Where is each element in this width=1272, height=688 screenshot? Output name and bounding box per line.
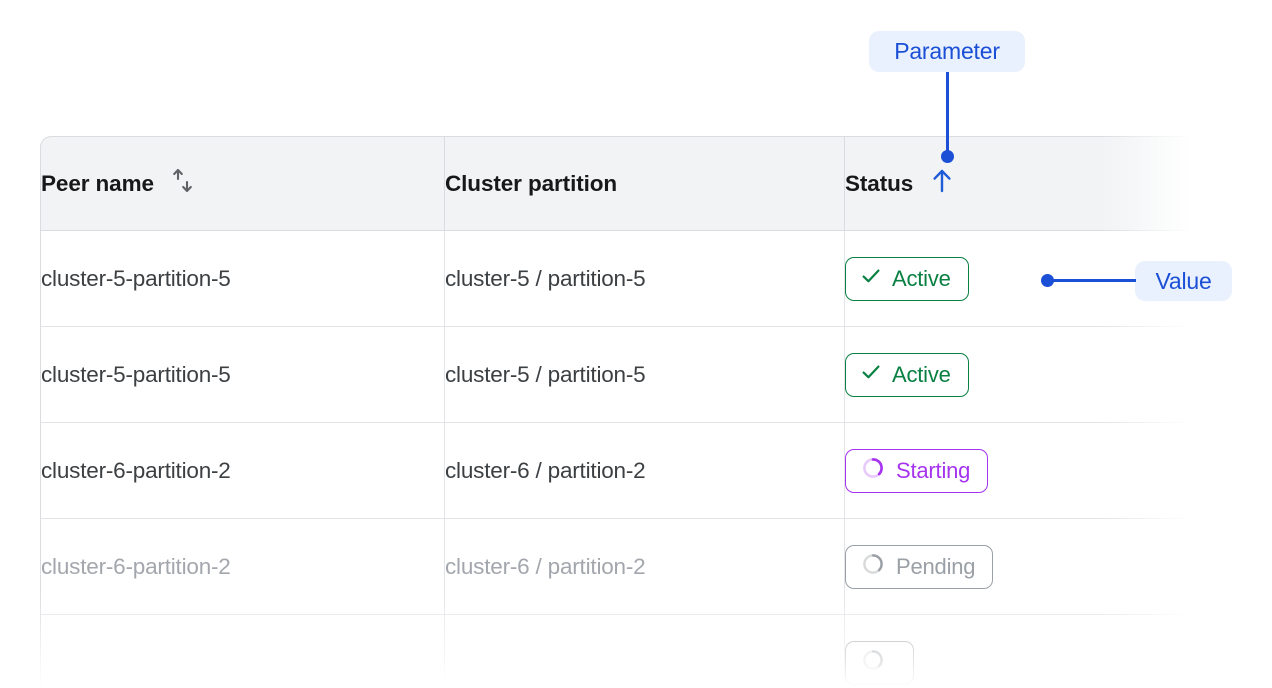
cluster-partition-text: cluster-5 / partition-5 (445, 265, 646, 291)
annotation-leader-line-parameter (946, 72, 949, 156)
table-header-row: Peer name Cluster partition (40, 136, 1192, 231)
status-badge[interactable]: Pending (845, 544, 994, 589)
table-row[interactable] (40, 615, 1192, 688)
annotation-dot-value (1041, 274, 1054, 287)
status-label: Starting (896, 457, 971, 483)
column-header-label: Cluster partition (445, 170, 618, 196)
cell-status: Active (844, 327, 1192, 423)
table-body: cluster-5-partition-5 cluster-5 / partit… (40, 231, 1192, 688)
status-label: Pending (896, 553, 976, 579)
cluster-partition-text: cluster-6 / partition-2 (445, 553, 646, 579)
annotation-leader-line-value (1048, 279, 1136, 282)
arrow-up-icon[interactable] (929, 167, 955, 200)
cell-cluster-partition (444, 615, 844, 688)
status-badge[interactable] (845, 640, 914, 685)
peer-name-text: cluster-5-partition-5 (41, 361, 231, 387)
annotation-badge-parameter: Parameter (869, 31, 1025, 72)
spinner-icon (860, 647, 886, 679)
table-header: Peer name Cluster partition (40, 136, 1192, 231)
annotation-badge-value: Value (1135, 261, 1232, 301)
column-header-label: Peer name (41, 170, 154, 196)
cell-peer-name: cluster-6-partition-2 (40, 423, 444, 519)
table-row[interactable]: cluster-6-partition-2 cluster-6 / partit… (40, 423, 1192, 519)
cell-cluster-partition: cluster-5 / partition-5 (444, 231, 844, 327)
peers-table-container: Peer name Cluster partition (40, 136, 1192, 688)
cell-cluster-partition: cluster-6 / partition-2 (444, 519, 844, 615)
status-badge[interactable]: Active (845, 256, 969, 301)
column-header-cluster-partition[interactable]: Cluster partition (444, 136, 844, 231)
table-row[interactable]: cluster-5-partition-5 cluster-5 / partit… (40, 327, 1192, 423)
spinner-icon (860, 455, 886, 487)
cell-peer-name (40, 615, 444, 688)
cluster-partition-text: cluster-5 / partition-5 (445, 361, 646, 387)
column-header-peer-name[interactable]: Peer name (40, 136, 444, 231)
table-row[interactable]: cluster-5-partition-5 cluster-5 / partit… (40, 231, 1192, 327)
peer-name-text: cluster-5-partition-5 (41, 265, 231, 291)
column-header-label: Status (845, 170, 914, 196)
cell-peer-name: cluster-5-partition-5 (40, 327, 444, 423)
sort-updown-icon[interactable] (170, 167, 196, 200)
check-icon (860, 361, 882, 389)
annotation-label: Parameter (894, 38, 1000, 64)
annotation-dot-parameter (941, 150, 954, 163)
cell-peer-name: cluster-6-partition-2 (40, 519, 444, 615)
peers-table: Peer name Cluster partition (40, 136, 1192, 688)
status-badge[interactable]: Starting (845, 448, 989, 493)
cell-peer-name: cluster-5-partition-5 (40, 231, 444, 327)
annotation-label: Value (1155, 267, 1212, 294)
cell-status (844, 615, 1192, 688)
table-row[interactable]: cluster-6-partition-2 cluster-6 / partit… (40, 519, 1192, 615)
status-badge[interactable]: Active (845, 352, 969, 397)
cell-status: Pending (844, 519, 1192, 615)
spinner-icon (860, 551, 886, 583)
check-icon (860, 265, 882, 293)
column-header-status[interactable]: Status (844, 136, 1192, 231)
peer-name-text: cluster-6-partition-2 (41, 553, 231, 579)
cell-cluster-partition: cluster-6 / partition-2 (444, 423, 844, 519)
cell-cluster-partition: cluster-5 / partition-5 (444, 327, 844, 423)
cell-status: Starting (844, 423, 1192, 519)
status-label: Active (892, 265, 951, 291)
status-label: Active (892, 361, 951, 387)
cluster-partition-text: cluster-6 / partition-2 (445, 457, 646, 483)
peer-name-text: cluster-6-partition-2 (41, 457, 231, 483)
